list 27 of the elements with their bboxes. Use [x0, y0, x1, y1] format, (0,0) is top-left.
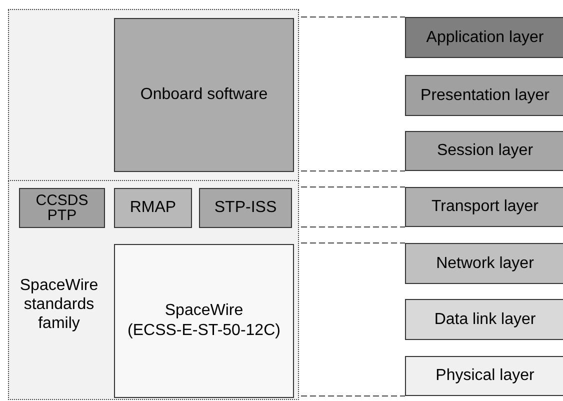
box-label: Network layer	[436, 254, 534, 272]
box-label: CCSDS PTP	[34, 193, 90, 223]
region-band	[8, 9, 299, 181]
protocol-box	[199, 188, 292, 228]
protocol-box	[114, 188, 192, 228]
software-box	[114, 18, 294, 172]
standard-box	[114, 244, 294, 398]
layer-box	[405, 75, 563, 116]
box-label: Application layer	[426, 28, 544, 46]
layer-box	[405, 299, 563, 340]
box-label: Session layer	[436, 142, 534, 160]
box-label: RMAP	[130, 199, 176, 217]
layer-box	[405, 131, 563, 171]
layer-box	[405, 356, 563, 396]
box-label: Data link layer	[434, 310, 536, 328]
layer-box	[405, 17, 563, 58]
box-label: SpaceWire standards family	[18, 276, 100, 334]
box-label: Onboard software	[140, 86, 268, 104]
box-label: Physical layer	[436, 367, 534, 385]
protocol-box	[19, 188, 105, 228]
box-label: Transport layer	[432, 198, 538, 216]
layer-box	[405, 187, 563, 227]
layer-box	[405, 243, 563, 284]
box-label: SpaceWire (ECSS-E-ST-50-12C)	[126, 301, 282, 341]
box-label: STP-ISS	[214, 199, 277, 217]
standards-region	[8, 180, 299, 400]
box-label: Presentation layer	[420, 86, 550, 104]
